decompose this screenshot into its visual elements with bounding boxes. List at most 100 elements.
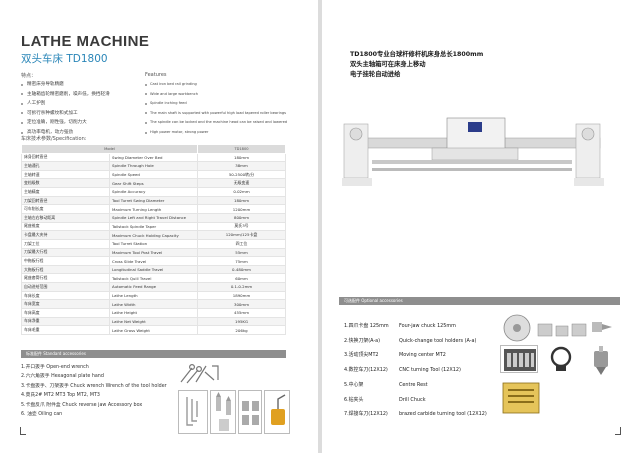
spec-cn-cell: 中拖板行程 bbox=[21, 256, 110, 266]
feature-en-item: The main shaft is supported with powerfu… bbox=[145, 109, 305, 119]
spec-cn-cell: 主轴精度 bbox=[21, 187, 110, 197]
spec-en-cell: Lathe Gross Weight bbox=[109, 325, 198, 335]
optional-accessories-title: 可选配件 Optional accessories bbox=[344, 298, 403, 303]
spec-cn-cell: 大拖板行程 bbox=[21, 264, 110, 275]
spec-value-cell: 1890mm bbox=[197, 290, 286, 301]
accessory-item: 4.莫氏2# MT2 MT3 Top MT2, MT3 bbox=[21, 393, 100, 399]
spec-cn-cell: 刀架回转直径 bbox=[21, 195, 110, 206]
spec-en-cell: Spindle Left and Right Travel Distance bbox=[109, 213, 198, 223]
features-en-label: Features bbox=[145, 72, 167, 78]
spec-value-cell: 0-480mm bbox=[197, 264, 286, 275]
spec-en-cell: Lathe Length bbox=[109, 290, 198, 301]
feature-cn-item: 可拆行杀种螺纹和式加工 bbox=[21, 109, 131, 119]
accessory-item: 2.六六角扳手 Hexagonal plate hand bbox=[21, 374, 104, 380]
spec-en-cell: Longitudinal Saddle Travel bbox=[109, 264, 198, 275]
standard-accessories-bar: 标准配件 Standard accessories bbox=[21, 350, 286, 358]
spec-value-cell: 195KG bbox=[197, 316, 286, 327]
spec-cn-cell: 尾座锥度 bbox=[21, 221, 110, 232]
oil-can-image bbox=[264, 390, 290, 434]
optional-accessories-bar: 可选配件 Optional accessories bbox=[339, 297, 620, 305]
hex-keys-image bbox=[178, 390, 208, 434]
spec-value-cell: 1200mm bbox=[197, 204, 286, 214]
option-cn-item: 2.快换刀架(A-a) bbox=[344, 337, 381, 344]
spec-en-cell: Lathe Height bbox=[109, 308, 198, 318]
spec-cn-cell: 主轴左右移动距离 bbox=[21, 213, 110, 223]
feature-cn-item: 高功率电机，动力强劲 bbox=[21, 128, 131, 138]
feature-cn-item: 人工护刮 bbox=[21, 99, 131, 109]
spec-en-cell: Maximum Chuck Holding Capacity bbox=[109, 230, 198, 240]
feature-en-item: The spindle can be locked and the machin… bbox=[145, 118, 305, 128]
option-en-item: CNC turning Tool (12X12) bbox=[399, 367, 461, 374]
spec-value-cell: 50-2500转/分 bbox=[197, 169, 286, 180]
left-page: LATHE MACHINE 双头车床 TD1800 特点： Features 精… bbox=[0, 0, 318, 453]
spec-value-cell: 120mm/125卡盘 bbox=[197, 230, 286, 240]
spec-cn-cell: 可车削长度 bbox=[21, 204, 110, 214]
spec-cn-cell: 卡盘最大夹持 bbox=[21, 230, 110, 240]
option-cn-item: 6.钻夹头 bbox=[344, 396, 364, 403]
option-cn-item: 5.中心架 bbox=[344, 381, 364, 388]
features-cn-label: 特点： bbox=[21, 73, 37, 79]
corner-bracket bbox=[20, 427, 26, 435]
option-cn-item: 4.数控车刀(12X12) bbox=[344, 367, 388, 374]
spec-value-cell: 四工位 bbox=[197, 238, 286, 249]
right-title: TD1800专业台球杆修杆机床身总长1800mm 双头主轴箱可在床身上移动 电子… bbox=[350, 50, 483, 80]
option-en-item: Four-jaw chuck 125mm bbox=[399, 323, 456, 329]
spec-cn-cell: 变档级数 bbox=[21, 178, 110, 189]
spec-value-cell: 800mm bbox=[197, 213, 286, 223]
feature-cn-item: 精密床身导轨精磨 bbox=[21, 80, 131, 90]
feature-en-item: Spindle inching feed bbox=[145, 99, 305, 109]
feature-en-item: High power motor, strong power bbox=[145, 128, 305, 138]
feature-en-item: Cast iron bed rail grinding bbox=[145, 80, 305, 90]
spec-cn-cell: 刀架最大行程 bbox=[21, 247, 110, 258]
spec-value-cell: 206kg bbox=[197, 325, 286, 335]
product-title-cn: 双头车床 TD1800 bbox=[21, 53, 108, 65]
spec-cn-cell: 车床净重 bbox=[21, 316, 110, 327]
option-cn-item: 1.四爪卡盘 125mm bbox=[344, 323, 389, 329]
spec-cn-cell: 主轴转速 bbox=[21, 169, 110, 180]
spec-en-cell: Spindle Accuracy bbox=[109, 187, 198, 197]
option-cn-item: 7.焊接车刀(12X12) bbox=[344, 411, 388, 418]
option-en-item: Moving center MT2 bbox=[399, 352, 446, 359]
spec-en-cell: Cross Slide Travel bbox=[109, 256, 198, 266]
right-page: TD1800专业台球杆修杆机床身总长1800mm 双头主轴箱可在床身上移动 电子… bbox=[322, 0, 640, 453]
wrench-set-image bbox=[178, 362, 222, 386]
page-gutter bbox=[318, 0, 322, 453]
spec-value-cell: 180mm bbox=[197, 195, 286, 206]
centers-image bbox=[210, 390, 236, 434]
spec-cn-cell: 尾座套筒行程 bbox=[21, 273, 110, 284]
accessory-item: 6. 油壶 Oiling can bbox=[21, 412, 63, 418]
spec-value-cell: 300mm bbox=[197, 299, 286, 310]
spec-label: 车床技术参数/Specification: bbox=[21, 136, 87, 142]
centre-rest-image bbox=[542, 345, 580, 373]
standard-accessories-title: 标准配件 Standard accessories bbox=[26, 351, 86, 356]
accessory-item: 5.卡盘反爪 附件盒 Chuck reverse jaw Accessory b… bbox=[21, 402, 143, 408]
spec-value-cell: 0.02mm bbox=[197, 187, 286, 197]
spec-cn-cell: 车床宽度 bbox=[21, 299, 110, 310]
spec-en-cell: Lathe Width bbox=[109, 299, 198, 310]
accessory-item: 1.开口扳手 Open-end wrench bbox=[21, 365, 89, 370]
feature-cn-item: 定位准确，刚性强，切削力大 bbox=[21, 118, 131, 128]
spec-en-cell: Spindle Speed bbox=[109, 169, 198, 180]
spec-value-cell: 60mm bbox=[197, 273, 286, 284]
accessory-item: 3.卡盘扳手、刀架扳手 Chuck wrench Wrench of the t… bbox=[21, 383, 167, 389]
spec-value-cell: 38mm bbox=[197, 161, 286, 171]
spec-en-cell: Gear Shift Steps bbox=[109, 178, 198, 189]
option-cn-item: 3.活动顶尖MT2 bbox=[344, 352, 379, 359]
options-en-list: Four-jaw chuck 125mm Quick-change tool h… bbox=[399, 319, 487, 422]
spec-en-cell: Automatic Feed Range bbox=[109, 282, 198, 292]
accessories-list: 1.开口扳手 Open-end wrench 2.六六角扳手 Hexagonal… bbox=[21, 363, 191, 419]
